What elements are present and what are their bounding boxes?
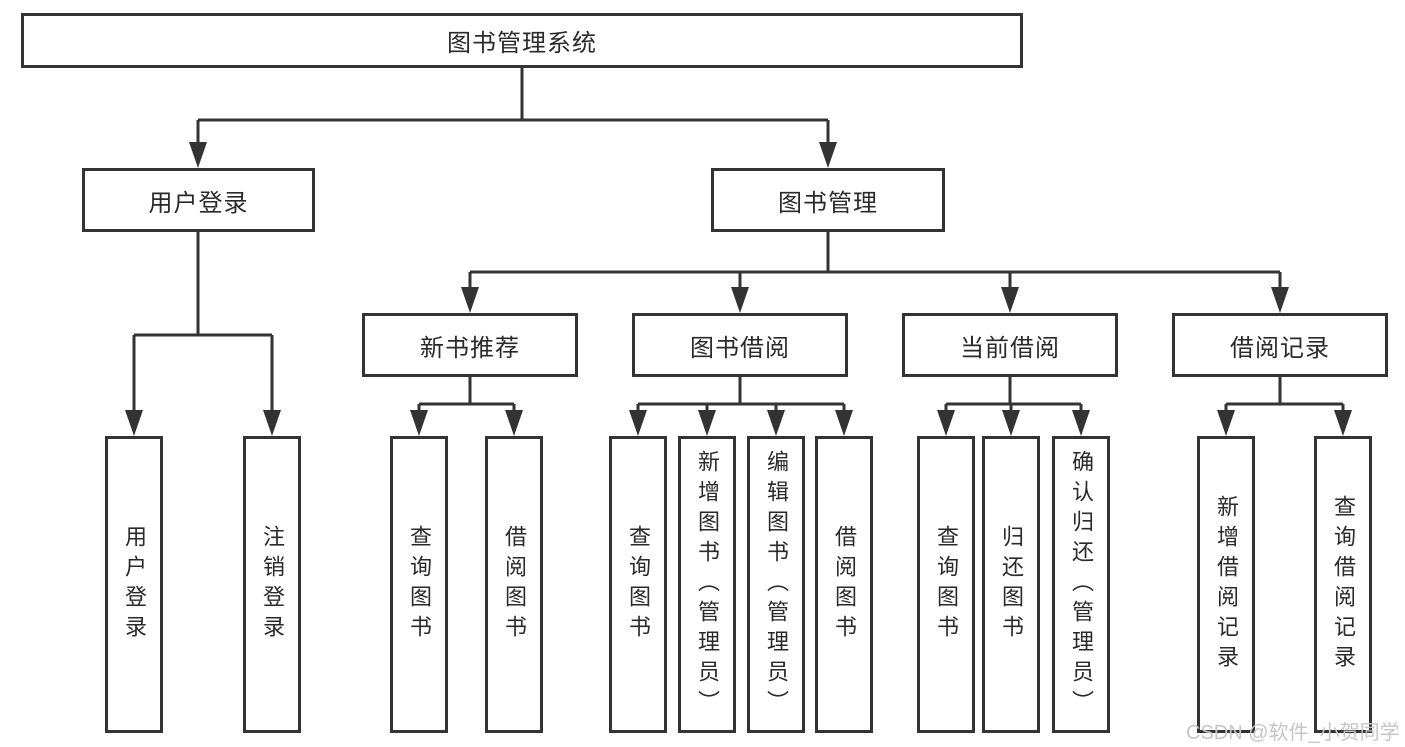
node-current-borrowing-label: 当前借阅 <box>960 334 1060 362</box>
leaf-query-borrow-record: 查询借阅记录 <box>1314 436 1372 733</box>
leaf-confirm-return-admin-label: 确认归还（管理员） <box>1069 449 1094 720</box>
leaf-query-borrow-record-label: 查询借阅记录 <box>1331 494 1356 675</box>
trunk-current-borrowing <box>946 377 1081 406</box>
trunk-user-login <box>134 232 272 337</box>
leaf-logout-label: 注销登录 <box>260 524 285 645</box>
leaf-borrow-books-recommend-label: 借阅图书 <box>502 524 527 645</box>
leaf-query-books-current: 查询图书 <box>917 436 975 733</box>
leaf-confirm-return-admin: 确认归还（管理员） <box>1052 436 1110 733</box>
trunk-borrow-records <box>1226 377 1343 406</box>
leaf-borrow-books-recommend: 借阅图书 <box>485 436 543 733</box>
node-borrow-records: 借阅记录 <box>1172 313 1388 377</box>
leaf-borrow-books-borrowing-label: 借阅图书 <box>832 524 857 645</box>
leaf-logout: 注销登录 <box>243 436 301 733</box>
node-book-borrowing: 图书借阅 <box>632 313 848 377</box>
node-book-borrowing-label: 图书借阅 <box>690 334 790 362</box>
watermark: CSDN @软件_小贺同学 <box>1186 722 1400 744</box>
node-root-label: 图书管理系统 <box>447 30 597 57</box>
leaf-add-borrow-record: 新增借阅记录 <box>1197 436 1255 733</box>
node-book-management: 图书管理 <box>711 168 945 232</box>
leaf-query-books-borrowing: 查询图书 <box>609 436 667 733</box>
leaf-query-books-recommend: 查询图书 <box>390 436 448 733</box>
node-new-book-recommend: 新书推荐 <box>362 313 578 377</box>
node-user-login: 用户登录 <box>82 168 315 232</box>
leaf-query-books-recommend-label: 查询图书 <box>407 524 432 645</box>
leaf-borrow-books-borrowing: 借阅图书 <box>815 436 873 733</box>
leaf-user-login-label: 用户登录 <box>122 524 147 645</box>
leaf-add-borrow-record-label: 新增借阅记录 <box>1214 494 1239 675</box>
trunk-book-management <box>470 232 1280 274</box>
leaf-add-books-admin: 新增图书（管理员） <box>678 436 736 733</box>
trunk-new-book-recommend <box>419 377 514 406</box>
leaf-query-books-current-label: 查询图书 <box>934 524 959 645</box>
node-root: 图书管理系统 <box>21 13 1023 68</box>
leaf-add-books-admin-label: 新增图书（管理员） <box>695 449 720 720</box>
leaf-edit-books-admin-label: 编辑图书（管理员） <box>764 449 789 720</box>
leaf-query-books-borrowing-label: 查询图书 <box>626 524 651 645</box>
node-book-management-label: 图书管理 <box>778 189 878 217</box>
leaf-user-login: 用户登录 <box>105 436 163 733</box>
node-user-login-label: 用户登录 <box>148 189 249 217</box>
leaf-return-books-label: 归还图书 <box>999 524 1024 645</box>
node-current-borrowing: 当前借阅 <box>902 313 1118 377</box>
trunk-root <box>198 68 828 122</box>
node-new-book-recommend-label: 新书推荐 <box>420 334 520 362</box>
node-borrow-records-label: 借阅记录 <box>1230 334 1330 362</box>
leaf-return-books: 归还图书 <box>982 436 1040 733</box>
trunk-book-borrowing <box>638 377 844 406</box>
leaf-edit-books-admin: 编辑图书（管理员） <box>747 436 805 733</box>
